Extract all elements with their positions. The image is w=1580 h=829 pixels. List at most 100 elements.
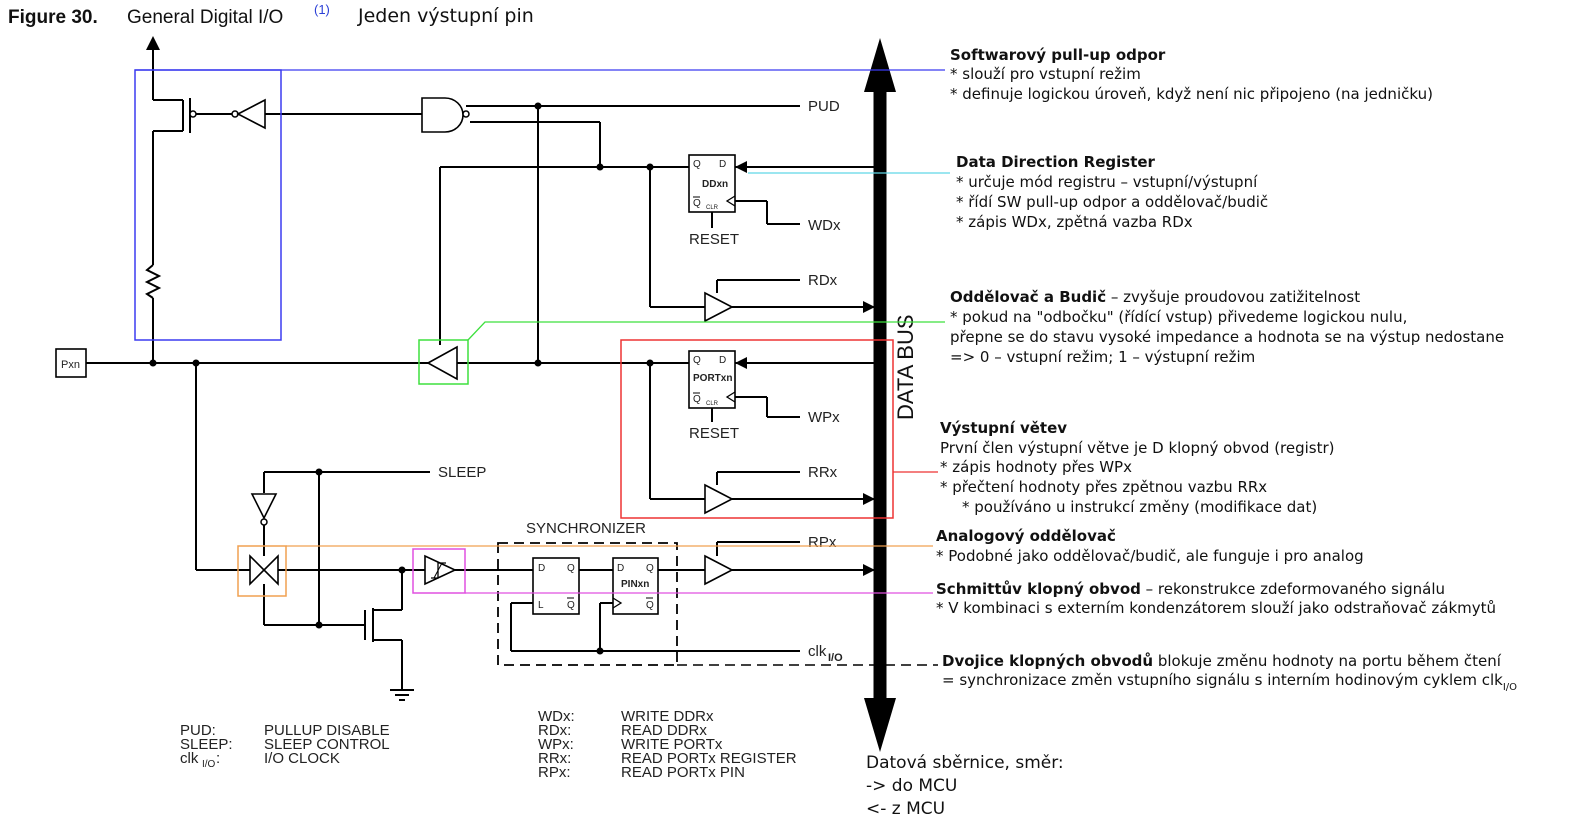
annotation-title: Schmittův klopný obvod [936, 580, 1141, 598]
signal-pud: PUD [808, 98, 840, 115]
annotation-buffer: Oddělovač a Budič – zvyšuje proudovou za… [950, 288, 1504, 366]
legend-desc: SLEEP CONTROL [264, 736, 390, 753]
annotation-title: Výstupní větev [940, 419, 1067, 437]
bus-note: Datová sběrnice, směr: -> do MCU <- z MC… [866, 753, 1064, 819]
annotation-line: => 0 – vstupní režim; 1 – výstupní režim [950, 348, 1255, 366]
figure-title-czech: Jeden výstupní pin [357, 5, 534, 27]
annotation-sync: Dvojice klopných obvodů blokuje změnu ho… [942, 652, 1517, 693]
annotation-title-tail: – rekonstrukce zdeformovaného signálu [1141, 580, 1445, 598]
legend-abbr: RPx: [538, 764, 571, 781]
legend-desc: WRITE PORTx [621, 736, 723, 753]
annotation-output: Výstupní větev První člen výstupní větve… [940, 419, 1335, 516]
portxn-q: Q [693, 355, 701, 366]
signal-wdx: WDx [808, 217, 841, 234]
sync1-qbar: Q [567, 600, 575, 611]
nand-gate [421, 97, 800, 167]
sync1-d: D [538, 563, 545, 574]
synchronizer-box [497, 542, 678, 666]
ddxn-name: DDxn [702, 179, 728, 190]
annotation-line: * slouží pro vstupní režim [950, 65, 1141, 83]
legend-desc: READ PORTx PIN [621, 764, 745, 781]
annotation-line: * definuje logickou úroveň, když není ni… [950, 85, 1433, 103]
annotation-title: Dvojice klopných obvodů [942, 652, 1153, 670]
ddxn-flipflop: Q D DDxn Q CLR [688, 154, 736, 213]
schmitt-trigger [424, 554, 457, 586]
annotation-title-tail: blokuje změnu hodnoty na portu během čte… [1153, 652, 1502, 670]
ddxn-q: Q [693, 159, 701, 170]
data-bus-label: DATA BUS [893, 314, 918, 420]
annotation-line: * používáno u instrukcí změny (modifikac… [962, 498, 1317, 516]
annotation-line: * řídí SW pull-up odpor a oddělovač/budi… [956, 193, 1268, 211]
pxn-pad: Pxn [55, 348, 87, 378]
portxn-flipflop: Q D PORTxn Q CLR [688, 350, 736, 409]
signal-rrx: RRx [808, 464, 838, 481]
annotation-line: První člen výstupní větve je D klopný ob… [940, 439, 1335, 457]
portxn-clr: CLR [706, 401, 719, 407]
pinxn-q: Q [646, 563, 654, 574]
buffer-highlight [418, 339, 469, 385]
sync1-l: L [538, 600, 544, 611]
sync-latch: D Q L Q [532, 557, 580, 615]
legend-abbr: RDx: [538, 722, 571, 739]
annotation-pullup: Softwarový pull-up odpor * slouží pro vs… [950, 46, 1433, 103]
annotation-line: * zápis hodnoty přes WPx [940, 458, 1132, 476]
annotation-line: * Podobné jako oddělovač/budič, ale fung… [936, 547, 1364, 565]
legend-abbr: PUD: [180, 722, 216, 739]
legend-desc: PULLUP DISABLE [264, 722, 390, 739]
pullup-circuit [144, 36, 422, 363]
annotation-line: * přečtení hodnoty přes zpětnou vazbu RR… [940, 478, 1267, 496]
pinxn-name: PINxn [621, 579, 649, 590]
pinxn-qbar: Q [646, 600, 654, 611]
bus-note-line3: <- z MCU [866, 799, 945, 819]
annotation-line: * V kombinaci s externím kondenzátorem s… [936, 599, 1496, 617]
annotation-title: Data Direction Register [956, 153, 1156, 171]
legend-desc: WRITE DDRx [621, 708, 714, 725]
annotation-line: * pokud na "odbočku" (řídící vstup) přiv… [950, 308, 1407, 326]
sync1-q: Q [567, 563, 575, 574]
portxn-d: D [719, 355, 726, 366]
annotation-title: Oddělovač a Budič [950, 288, 1106, 306]
legend-abbr: SLEEP: [180, 736, 233, 753]
legend-desc: READ DDRx [621, 722, 707, 739]
legend-abbr-tail: : [216, 750, 220, 767]
analog-highlight [237, 545, 287, 597]
annotation-title-line: Dvojice klopných obvodů blokuje změnu ho… [942, 652, 1502, 670]
signal-rpx: RPx [808, 534, 837, 551]
annotation-ddr: Data Direction Register * určuje mód reg… [956, 153, 1268, 231]
annotation-line-sub: I/O [1503, 682, 1517, 693]
annotation-title: Analogový oddělovač [936, 527, 1116, 545]
annotation-line: = synchronizace změn vstupního signálu s… [942, 671, 1517, 693]
ddxn-clr: CLR [706, 205, 719, 211]
pulldown-transistor [364, 566, 414, 701]
annotation-line-main: = synchronizace změn vstupního signálu s… [942, 671, 1503, 689]
annotation-line: * zápis WDx, zpětná vazba RDx [956, 213, 1193, 231]
legend-desc: READ PORTx REGISTER [621, 750, 797, 767]
rdx-buffer [704, 291, 734, 323]
legend-abbr: WDx: [538, 708, 575, 725]
output-driver [426, 345, 458, 381]
synchronizer-label: SYNCHRONIZER [526, 520, 646, 537]
portxn-reset: RESET [689, 425, 739, 442]
portxn-qbar: Q [693, 394, 701, 405]
legend-abbr: WPx: [538, 736, 574, 753]
annotation-title-line: Schmittův klopný obvod – rekonstrukce zd… [936, 580, 1445, 598]
legend-left: PUD: PULLUP DISABLE SLEEP: SLEEP CONTROL… [180, 722, 390, 770]
rrx-buffer [704, 483, 734, 515]
signal-wpx: WPx [808, 409, 840, 426]
annotation-line: * určuje mód registru – vstupní/výstupní [956, 173, 1258, 191]
figure-footnote: (1) [314, 2, 330, 17]
ddxn-d: D [719, 159, 726, 170]
pinxn-flipflop: D Q PINxn Q [612, 557, 659, 615]
annotation-line: přepne se do stavu vysoké impedance a ho… [950, 328, 1504, 346]
portxn-name: PORTxn [693, 373, 732, 384]
rpx-buffer [704, 554, 734, 586]
legend-desc: I/O CLOCK [264, 750, 340, 767]
legend-abbr: RRx: [538, 750, 571, 767]
legend-abbr-sub: I/O [202, 759, 216, 770]
figure-title: General Digital I/O [127, 7, 283, 28]
annotation-title-tail: – zvyšuje proudovou zatižitelnost [1106, 288, 1360, 306]
annotation-analog: Analogový oddělovač * Podobné jako odděl… [936, 527, 1364, 565]
signal-rdx: RDx [808, 272, 838, 289]
signal-clk-sub: I/O [828, 652, 843, 664]
